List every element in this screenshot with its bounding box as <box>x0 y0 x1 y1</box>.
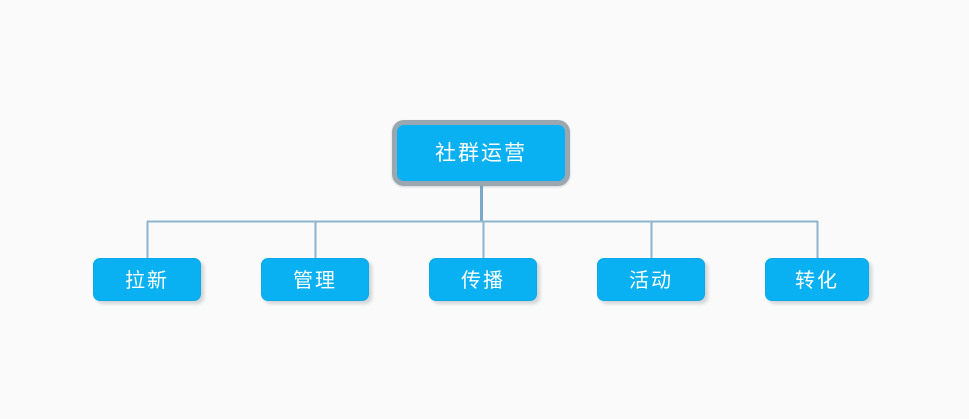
node-child-lanxin[interactable]: 拉新 <box>93 258 201 301</box>
node-child-guanli[interactable]: 管理 <box>261 258 369 301</box>
node-root[interactable]: 社群运营 <box>392 120 570 186</box>
node-child-chuanbo[interactable]: 传播 <box>429 258 537 301</box>
node-child-label: 管理 <box>293 267 337 292</box>
node-child-label: 传播 <box>461 267 505 292</box>
node-child-label: 活动 <box>629 267 673 292</box>
node-root-label: 社群运营 <box>435 140 527 165</box>
node-child-zhuanhua[interactable]: 转化 <box>765 258 869 301</box>
node-child-label: 转化 <box>795 267 839 292</box>
node-child-huodong[interactable]: 活动 <box>597 258 705 301</box>
node-child-label: 拉新 <box>125 267 169 292</box>
